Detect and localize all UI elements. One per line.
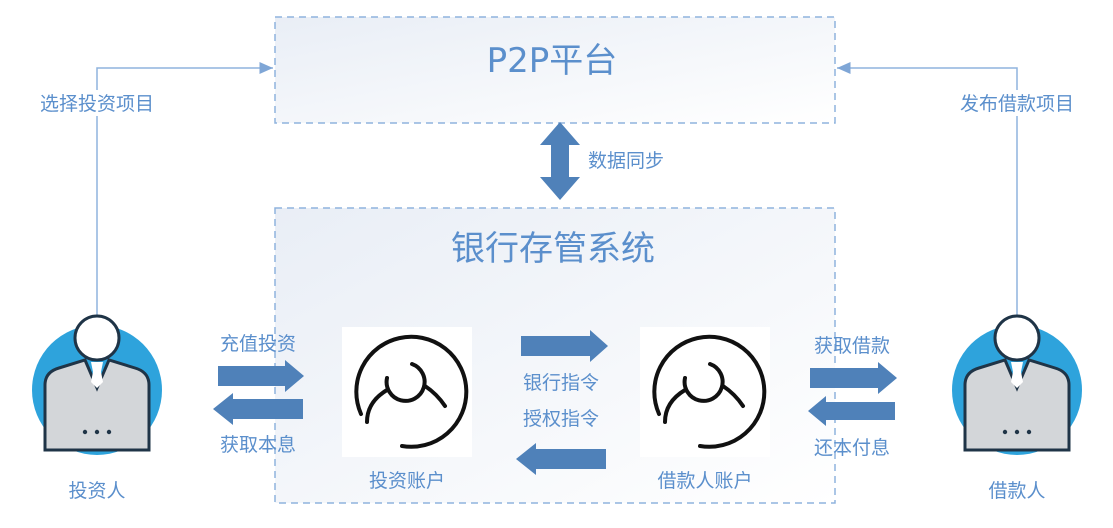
publish-project-label: 发布借款项目 — [960, 93, 1074, 115]
borrower-label: 借款人 — [988, 480, 1045, 502]
investor-account-label: 投资账户 — [369, 470, 445, 492]
investor-label: 投资人 — [68, 480, 125, 502]
borrower-avatar-icon — [950, 314, 1084, 457]
select-project-label: 选择投资项目 — [40, 93, 154, 115]
publish-project-connector — [837, 62, 1018, 322]
obtain-loan-label: 获取借款 — [814, 335, 890, 357]
deposit-invest-label: 充值投资 — [220, 333, 296, 355]
receive-principal-interest-label: 获取本息 — [220, 434, 296, 456]
data-sync-label: 数据同步 — [588, 150, 664, 172]
p2p-platform-box — [274, 16, 836, 124]
repay-arrow-left — [808, 396, 895, 426]
investor-account-icon — [340, 325, 474, 459]
repay-label: 还本付息 — [814, 437, 890, 459]
borrower-account-label: 借款人账户 — [657, 470, 752, 492]
bank-custody-title: 银行存管系统 — [451, 229, 655, 269]
obtain-loan-arrow-right — [810, 362, 897, 394]
bank-instruction-arrow-right — [521, 330, 608, 362]
p2p-platform-title: P2P平台 — [487, 41, 618, 81]
deposit-arrow-right — [218, 360, 304, 392]
select-project-connector — [96, 62, 273, 322]
investor-avatar-icon — [30, 314, 164, 457]
bank-instruction-label: 银行指令 — [523, 372, 599, 394]
auth-instruction-arrow-left — [516, 443, 606, 475]
receive-arrow-left — [213, 393, 303, 425]
borrower-account-icon — [638, 325, 772, 459]
data-sync-arrow — [540, 122, 580, 200]
auth-instruction-label: 授权指令 — [523, 408, 599, 430]
